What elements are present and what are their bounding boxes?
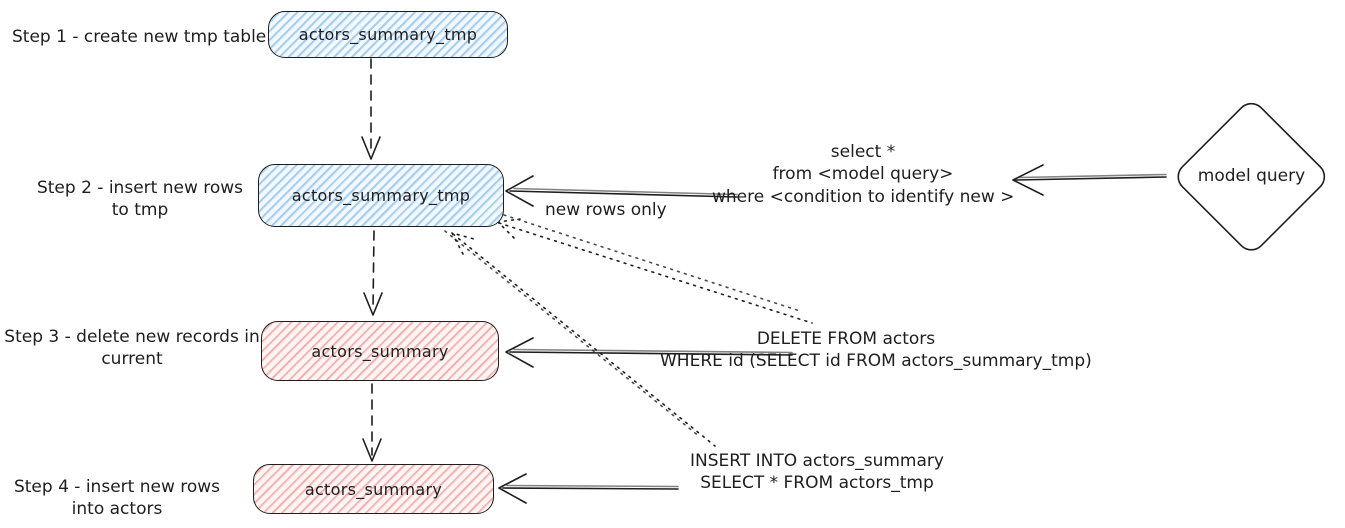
arrow-select-to-tmp-box (505, 175, 738, 207)
step3-label: Step 3 - delete new records in current (4, 327, 260, 370)
dotted-arrow-delete-to-tmp-box (497, 214, 813, 324)
dashed-arrow-step2-to-step3 (363, 230, 383, 316)
select-query-text: select * from <model query> where <condi… (712, 142, 1015, 207)
box-label: actors_summary_tmp (291, 186, 471, 205)
dashed-arrow-step1-to-step2 (361, 58, 381, 160)
step1-label: Step 1 - create new tmp table (12, 27, 267, 47)
box-label: actors_summary (304, 479, 443, 499)
step2-label: Step 2 - insert new rows to tmp (36, 178, 244, 221)
box-label: actors_summary (311, 341, 449, 361)
box-step2-actors-summary-tmp: actors_summary_tmp (258, 164, 504, 227)
model-query-label: model query (1197, 166, 1306, 186)
model-query-diamond (1177, 102, 1326, 251)
insert-query-text: INSERT INTO actors_summary SELECT * FROM… (690, 451, 944, 494)
box-step4-actors-summary: actors_summary (253, 464, 494, 514)
box-label: actors_summary_tmp (298, 25, 478, 44)
dotted-arrow-insert-to-tmp-box (444, 230, 716, 447)
arrow-delete-to-summary-box (505, 337, 793, 368)
new-rows-only-label: new rows only (545, 200, 667, 220)
delete-query-text: DELETE FROM actors WHERE id (SELECT id F… (660, 329, 1092, 372)
arrow-modelquery-to-select (1012, 164, 1167, 196)
box-step3-actors-summary: actors_summary (261, 321, 499, 381)
arrow-insert-to-summary-box (498, 473, 679, 504)
box-step1-actors-summary-tmp: actors_summary_tmp (268, 11, 508, 58)
step4-label: Step 4 - insert new rows into actors (13, 477, 221, 520)
dashed-arrow-step3-to-step4 (362, 383, 382, 462)
